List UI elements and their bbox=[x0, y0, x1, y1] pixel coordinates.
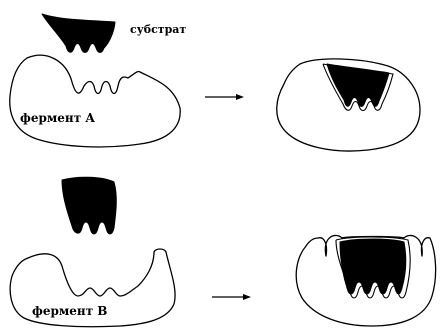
substrate-label: субстрат bbox=[130, 23, 186, 36]
substrate-shape-b bbox=[62, 177, 116, 234]
reaction-arrow-a bbox=[205, 94, 244, 100]
enzyme-a-label: фермент А bbox=[20, 111, 95, 125]
substrate-shape-a bbox=[42, 14, 115, 53]
enzyme-b-before-group: фермент В bbox=[10, 177, 175, 327]
enzyme-b-complex-group bbox=[296, 235, 435, 326]
enzyme-b-label: фермент В bbox=[32, 304, 107, 318]
enzyme-a-before-group: субстрат фермент А bbox=[10, 14, 187, 147]
reaction-arrow-b bbox=[212, 294, 251, 300]
enzyme-a-complex-group bbox=[277, 59, 420, 151]
enzyme-a-shape bbox=[10, 55, 180, 147]
